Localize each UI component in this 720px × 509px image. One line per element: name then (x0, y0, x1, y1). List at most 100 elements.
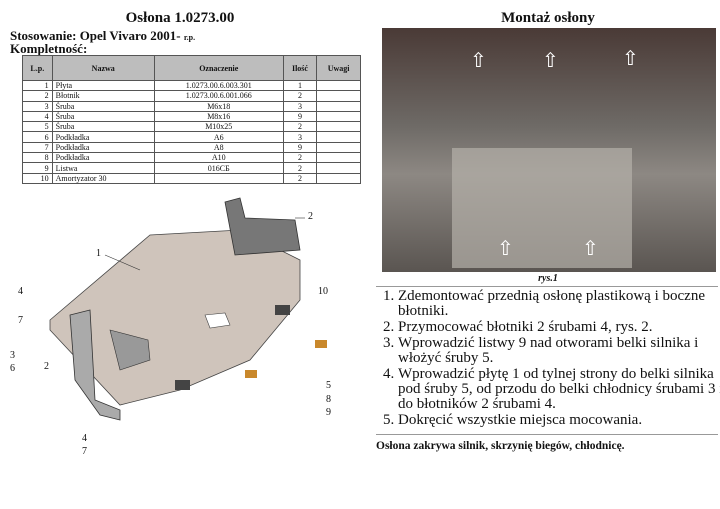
table-cell (316, 110, 361, 123)
table-cell: Śruba (51, 121, 155, 133)
table-cell: 2 (282, 121, 318, 133)
part-callout: 2 (44, 361, 49, 372)
table-cell: 1 (282, 79, 318, 92)
column-header: L.p. (22, 55, 53, 81)
table-cell: 3 (22, 100, 53, 112)
table-cell: 6 (22, 131, 53, 143)
application-line: Stosowanie: Opel Vivaro 2001- r.p. (10, 28, 195, 44)
table-cell: 2 (282, 152, 318, 164)
table-cell: Amortyzator 30 (51, 172, 155, 184)
part-callout: 2 (308, 211, 313, 222)
table-cell: 10 (22, 172, 53, 184)
table-cell: Listwa (51, 162, 155, 174)
table-cell: 9 (282, 141, 318, 154)
instruction-step: Zdemontować przednią osłonę plastikową i… (398, 289, 720, 319)
table-cell: M10x25 (153, 121, 284, 133)
table-cell: A10 (153, 152, 284, 164)
coverage-note: Osłona zakrywa silnik, skrzynię biegów, … (376, 440, 625, 452)
arrow-up-icon: ⇧ (497, 238, 514, 260)
table-cell (316, 131, 361, 143)
table-cell: 1.0273.00.6.001.066 (153, 90, 284, 102)
table-cell (316, 152, 361, 164)
table-cell (316, 100, 361, 112)
table-cell: Podkładka (51, 131, 155, 143)
table-cell: 9 (22, 162, 53, 174)
table-cell: 5 (22, 121, 53, 133)
part-callout: 1 (96, 248, 101, 259)
table-cell (316, 162, 361, 174)
table-cell: Błotnik (51, 90, 155, 102)
table-cell: 016СБ (153, 162, 284, 174)
part-callout: 7 (18, 315, 23, 326)
divider (376, 286, 718, 287)
table-cell: M8x16 (153, 110, 284, 123)
instruction-step: Wprowadzić listwy 9 nad otworami belki s… (398, 336, 720, 366)
table-cell (316, 79, 361, 92)
table-cell (316, 141, 361, 154)
table-cell: A8 (153, 141, 284, 154)
table-cell: 2 (282, 162, 318, 174)
part-callout: 3 (10, 350, 15, 361)
table-cell: 2 (282, 90, 318, 102)
part-callout: 7 (82, 446, 87, 457)
table-cell: 1.0273.00.6.003.301 (153, 79, 284, 92)
contents-label: Kompletność: (10, 41, 88, 56)
doc-title: Osłona 1.0273.00 (125, 10, 235, 26)
table-cell: Podkładka (51, 152, 155, 164)
part-callout: 10 (318, 286, 328, 297)
part-callout: 9 (326, 407, 331, 418)
install-title: Montaż osłony (501, 10, 595, 26)
application-suffix: r.p. (183, 33, 196, 42)
part-callout: 8 (326, 394, 331, 405)
table-cell (316, 172, 361, 184)
table-cell (153, 172, 284, 184)
table-cell: Podkładka (51, 141, 155, 154)
arrow-up-icon: ⇧ (622, 48, 639, 70)
table-cell: M6x18 (153, 100, 284, 112)
application-label: Stosowanie: Opel Vivaro 2001- (10, 28, 181, 43)
instruction-step: Dokręcić wszystkie miejsca mocowania. (398, 413, 720, 428)
column-header: Uwagi (316, 55, 361, 81)
exploded-diagram (49, 197, 327, 421)
instruction-steps: Zdemontować przednią osłonę plastikową i… (372, 289, 720, 430)
part-callout: 6 (10, 363, 15, 374)
instruction-step: Wprowadzić płytę 1 od tylnej strony do b… (398, 367, 720, 412)
part-callout: 4 (18, 286, 23, 297)
table-cell: 2 (22, 90, 53, 102)
table-cell: 3 (282, 100, 318, 112)
table-cell (316, 121, 361, 133)
arrow-up-icon: ⇧ (582, 238, 599, 260)
arrow-up-icon: ⇧ (470, 50, 487, 72)
table-cell: Płyta (51, 79, 155, 92)
table-cell: 1 (22, 79, 53, 92)
arrow-up-icon: ⇧ (542, 50, 559, 72)
table-cell: 3 (282, 131, 318, 143)
table-cell: 2 (282, 172, 318, 184)
table-cell: 4 (22, 110, 53, 123)
table-cell: 8 (22, 152, 53, 164)
part-callout: 5 (326, 380, 331, 391)
table-cell: A6 (153, 131, 284, 143)
part-callout: 4 (82, 433, 87, 444)
column-header: Oznaczenie (153, 55, 284, 81)
table-cell: Śruba (51, 100, 155, 112)
table-cell: 7 (22, 141, 53, 154)
table-cell: Śruba (51, 110, 155, 123)
instruction-step: Przymocować błotniki 2 śrubami 4, rys. 2… (398, 320, 720, 335)
table-cell: 9 (282, 110, 318, 123)
table-cell (316, 90, 361, 102)
divider (376, 434, 718, 435)
installation-photo: ⇧ ⇧ ⇧ ⇧ ⇧ (382, 28, 716, 272)
column-header: Ilość (282, 55, 318, 81)
